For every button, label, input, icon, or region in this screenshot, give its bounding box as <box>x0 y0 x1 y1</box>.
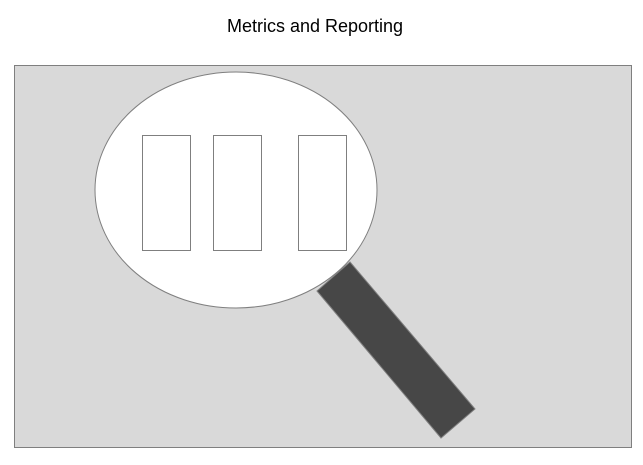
page-title: Metrics and Reporting <box>226 16 404 36</box>
magnifying-glass-icon <box>94 71 476 439</box>
lens-bar-2 <box>213 135 262 251</box>
lens-bar-1 <box>142 135 191 251</box>
lens-bar-3 <box>298 135 347 251</box>
magnifier-handle <box>316 261 476 439</box>
